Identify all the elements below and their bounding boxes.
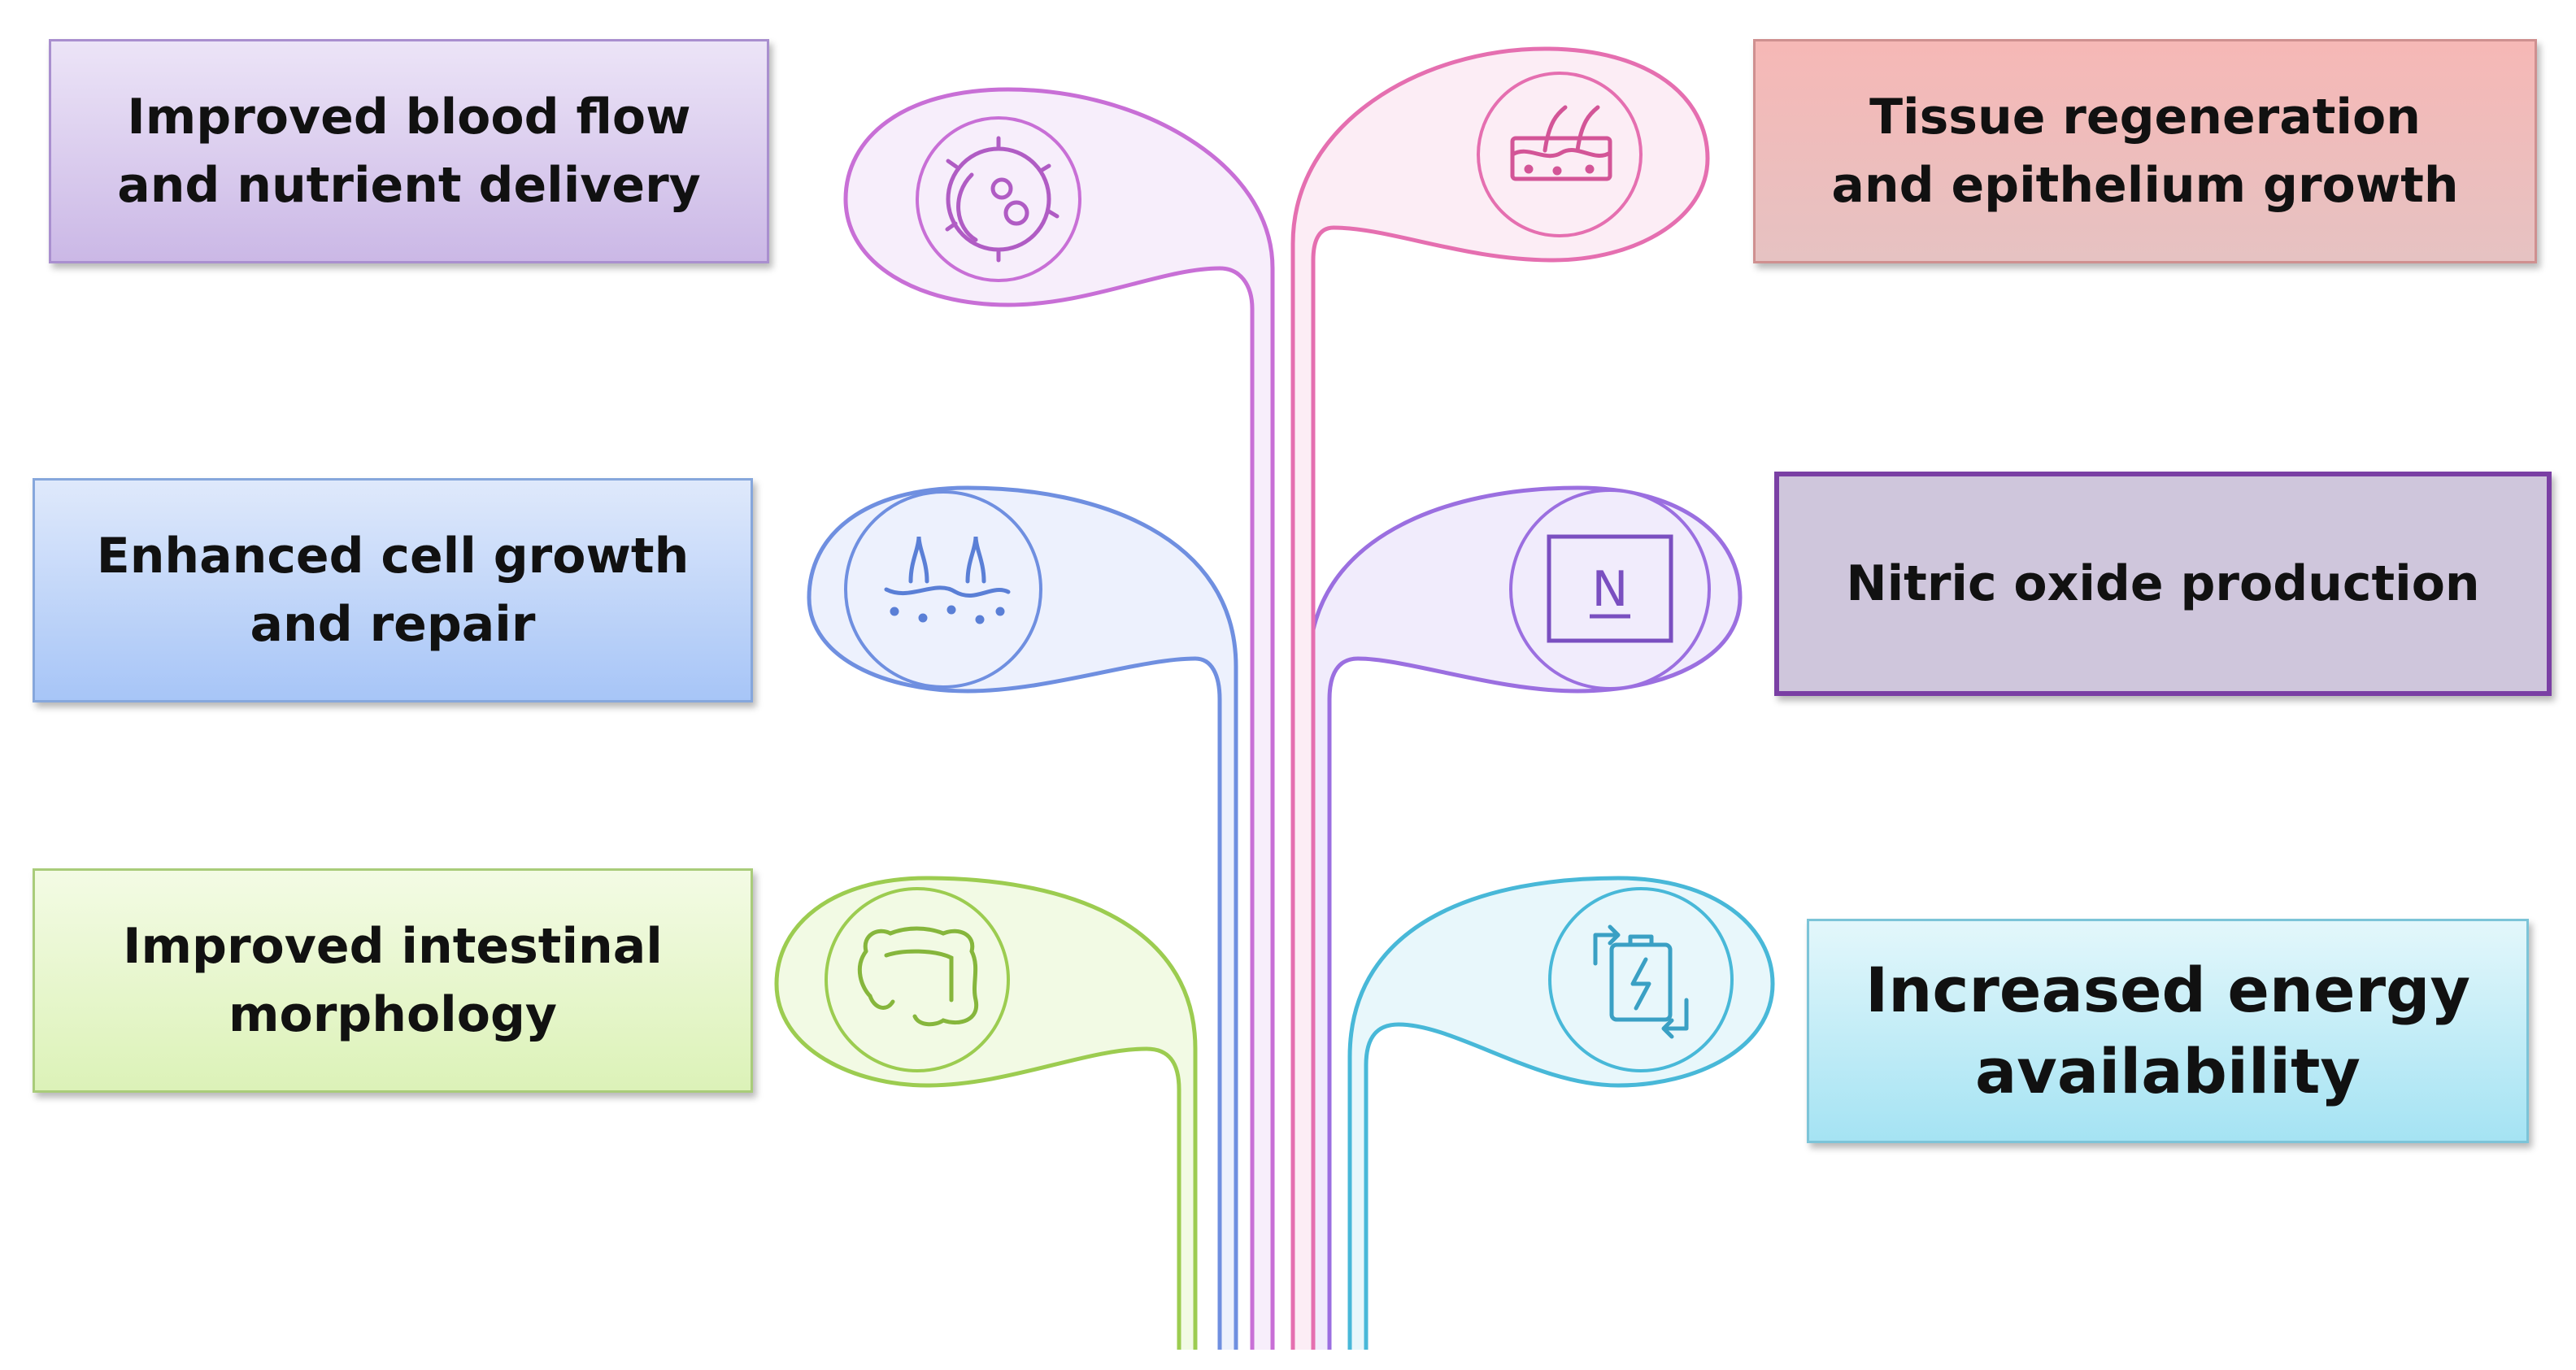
battery-cycle-icon bbox=[1593, 924, 1689, 1039]
energy-availability-box: Increased energy availability bbox=[1807, 919, 2529, 1143]
skin-droplets-icon bbox=[884, 536, 1011, 624]
cyan-stem bbox=[1347, 876, 1775, 1350]
blood-flow-label: Improved blood flow and nutrient deliver… bbox=[117, 89, 701, 214]
nitric-oxide-box: Nitric oxide production bbox=[1774, 472, 2552, 696]
nitric-oxide-label: Nitric oxide production bbox=[1846, 555, 2480, 612]
tissue-regeneration-label: Tissue regeneration and epithelium growt… bbox=[1831, 89, 2459, 214]
skin-hair-icon bbox=[1510, 105, 1612, 181]
tissue-regeneration-box: Tissue regeneration and epithelium growt… bbox=[1753, 39, 2537, 263]
energy-availability-label: Increased energy availability bbox=[1865, 954, 2470, 1107]
intestine-icon bbox=[857, 926, 979, 1027]
green-stem bbox=[774, 876, 1198, 1350]
magenta-stem bbox=[843, 87, 1275, 1350]
blood-flow-box: Improved blood flow and nutrient deliver… bbox=[49, 39, 769, 263]
nitrogen-symbol: N bbox=[1592, 561, 1629, 618]
blue-stem bbox=[807, 485, 1238, 1350]
cell-icon bbox=[945, 136, 1060, 263]
cell-growth-label: Enhanced cell growth and repair bbox=[96, 528, 690, 653]
intestinal-morphology-label: Improved intestinal morphology bbox=[123, 918, 663, 1043]
intestinal-morphology-box: Improved intestinal morphology bbox=[33, 868, 753, 1093]
cell-growth-box: Enhanced cell growth and repair bbox=[33, 478, 753, 702]
nitrogen-element-icon: N bbox=[1547, 534, 1673, 643]
